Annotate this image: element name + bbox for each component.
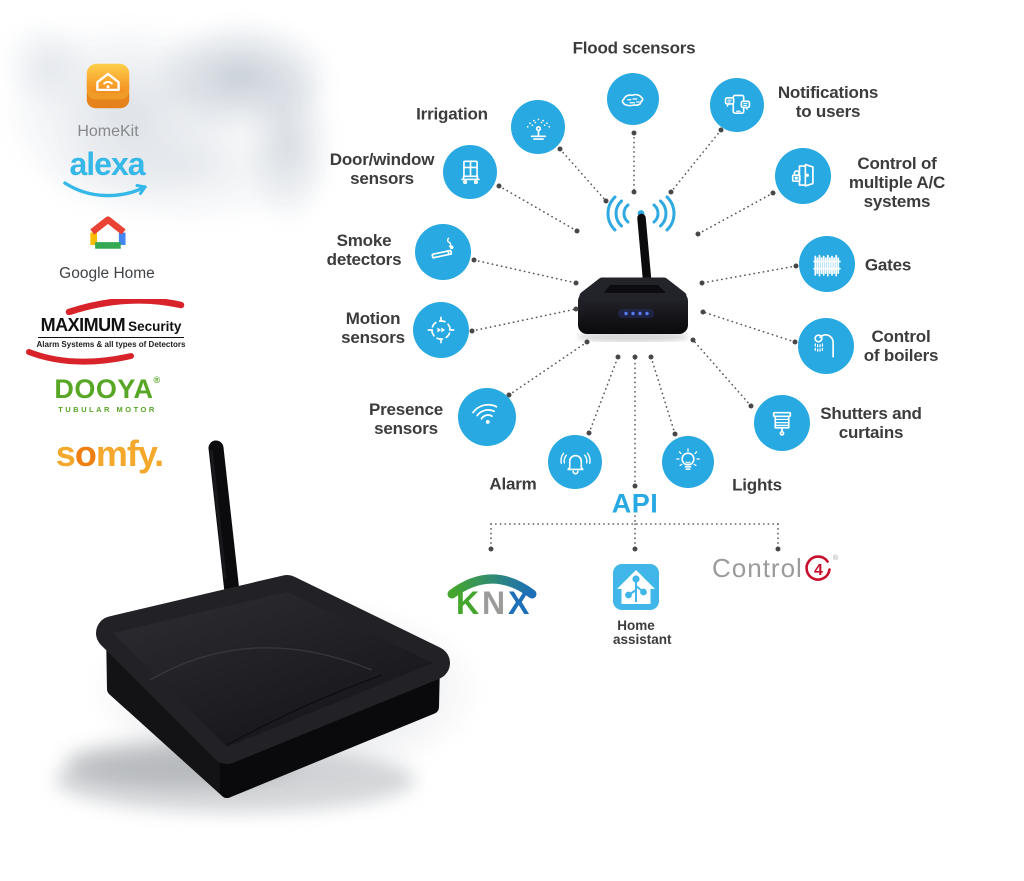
node-flood — [607, 73, 659, 125]
shower-icon — [814, 334, 834, 358]
label-shutters: Shutters and curtains — [820, 403, 922, 442]
alexa-label: alexa — [69, 146, 145, 182]
cigarette-icon — [431, 237, 454, 259]
node-notifications — [710, 78, 764, 132]
home-assistant-icon — [613, 564, 659, 610]
label-boilers: Control of boilers — [863, 326, 939, 365]
puddle-icon — [621, 93, 644, 107]
label-gates: Gates — [864, 255, 912, 275]
knx-letter-x: X — [508, 585, 530, 620]
cloud-backdrop — [0, 18, 335, 228]
dooya-reg-mark: ® — [153, 375, 161, 385]
homekit-logo: HomeKit — [60, 58, 156, 141]
dooya-tagline: TUBULAR MOTOR — [58, 405, 157, 414]
home-assistant-logo: Home assistant — [613, 564, 672, 648]
wifi-signal-icon — [606, 195, 676, 232]
node-motion — [413, 302, 469, 358]
label-flood: Flood scensors — [572, 38, 696, 58]
control4-badge-icon: 4 — [805, 554, 831, 581]
label-alarm: Alarm — [489, 474, 537, 494]
knx-letter-n: N — [482, 585, 505, 620]
alexa-smile-icon — [63, 181, 147, 198]
antenna — [208, 440, 241, 609]
somfy-letter-s: s — [55, 433, 76, 474]
label-ac-control: Control of multiple A/C systems — [848, 154, 946, 212]
api-label: API — [611, 488, 659, 519]
somfy-logo: somfy. — [52, 436, 167, 472]
label-smoke: Smoke detectors — [326, 230, 402, 269]
bulb-icon — [676, 448, 700, 470]
label-presence: Presence sensors — [368, 399, 444, 438]
phone-chat-icon — [724, 94, 750, 114]
wifi-waves-icon — [472, 403, 498, 424]
google-home-label: Google Home — [59, 265, 155, 282]
control4-four: 4 — [814, 562, 823, 579]
node-smoke — [415, 224, 471, 280]
hub-device — [577, 195, 689, 342]
knx-logo: K N X — [447, 574, 537, 620]
alexa-logo: alexa — [55, 148, 159, 205]
blinds-icon — [772, 411, 792, 436]
knx-letter-k: K — [456, 585, 479, 620]
google-home-icon — [90, 216, 126, 249]
fence-icon — [813, 254, 841, 277]
node-ac-control — [775, 148, 831, 204]
homekit-icon — [86, 63, 130, 109]
sprinkler-icon — [526, 118, 550, 140]
label-motion: Motion sensors — [341, 308, 405, 347]
node-gates — [799, 236, 855, 292]
maximum-title: MAXIMUM — [40, 315, 126, 335]
node-alarm — [548, 435, 602, 489]
node-lights — [662, 436, 714, 488]
node-shutters — [754, 395, 810, 451]
control4-logo: Control 4 ® — [712, 553, 838, 584]
window-icon — [460, 160, 480, 184]
dooya-label: DOOYA — [54, 374, 154, 404]
node-boilers — [798, 318, 854, 374]
google-home-logo: Google Home — [56, 216, 158, 283]
door-lock-icon — [791, 163, 814, 187]
maximum-swoosh-bottom-icon — [26, 349, 134, 365]
knx-arc-icon — [447, 574, 537, 599]
dooya-logo: DOOYA® TUBULAR MOTOR — [50, 374, 165, 415]
node-door-window — [443, 145, 497, 199]
node-irrigation — [511, 100, 565, 154]
homekit-label: HomeKit — [77, 123, 139, 140]
maximum-subtitle: Security — [128, 319, 182, 334]
bell-icon — [559, 452, 591, 474]
node-presence — [458, 388, 516, 446]
label-lights: Lights — [732, 475, 782, 495]
control4-reg-mark: ® — [832, 555, 838, 562]
home-assistant-label: Home assistant — [613, 618, 672, 648]
crosshair-motion-icon — [427, 316, 455, 344]
somfy-letter-o: o — [74, 433, 97, 474]
control4-wordmark: Control — [712, 553, 803, 583]
label-irrigation: Irrigation — [416, 104, 488, 124]
svg-text:K N X: K N X — [456, 585, 530, 620]
somfy-letters-rest: mfy. — [95, 433, 164, 474]
maximum-divider — [38, 337, 184, 338]
maximum-tagline: Alarm Systems & all types of Detectors — [36, 340, 186, 349]
label-notifications: Notifications to users — [777, 82, 879, 121]
label-door-window: Door/window sensors — [329, 149, 435, 188]
hub-product-photo — [55, 440, 450, 812]
maximum-swoosh-top-icon — [65, 299, 185, 315]
